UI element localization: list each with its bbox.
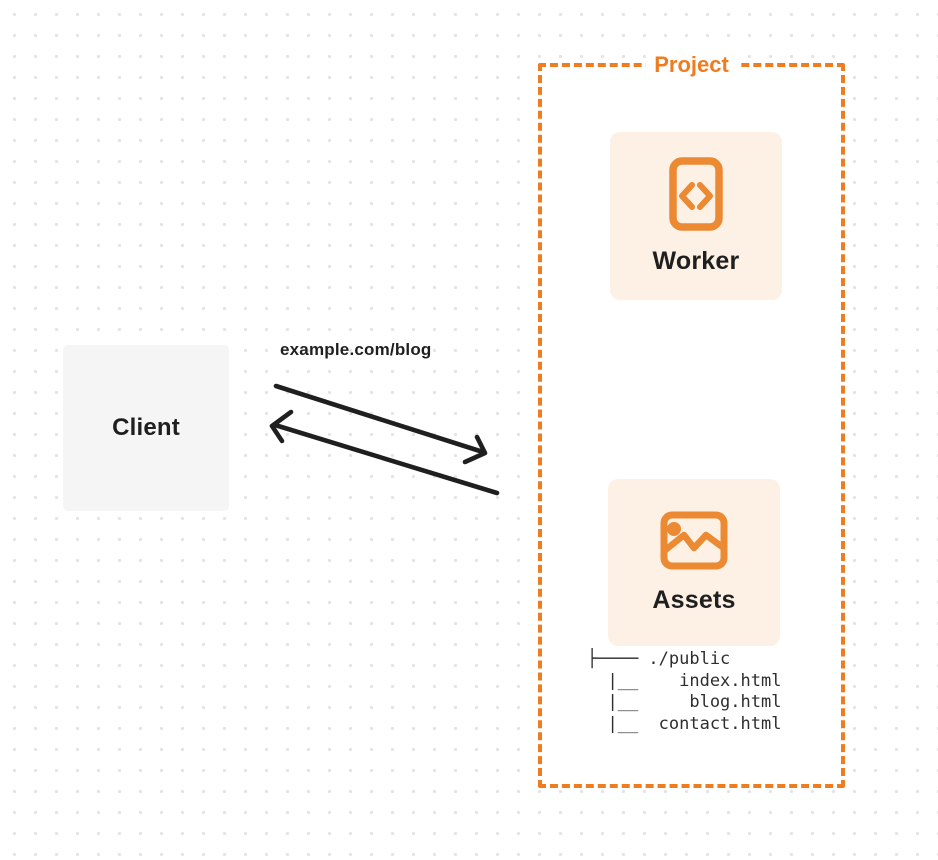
- image-icon: [660, 511, 728, 569]
- tree-line-file: |__ index.html: [587, 670, 782, 691]
- request-arrow: [273, 383, 488, 465]
- tree-line-file: |__ contact.html: [587, 713, 782, 734]
- worker-node: Worker: [610, 132, 782, 300]
- client-node: Client: [63, 345, 229, 511]
- request-url-label: example.com/blog: [280, 340, 432, 359]
- assets-node: Assets: [608, 479, 780, 646]
- tree-line-file: |__ blog.html: [587, 692, 782, 712]
- request-response-arrows: [269, 383, 500, 496]
- code-file-icon: [669, 156, 723, 231]
- worker-label: Worker: [652, 246, 740, 275]
- project-label: Project: [645, 52, 738, 78]
- assets-label: Assets: [652, 585, 736, 614]
- client-label: Client: [112, 414, 180, 441]
- response-arrow: [269, 409, 500, 496]
- assets-file-tree: ├──── ./public |__ index.html |__ blog.h…: [587, 649, 781, 735]
- tree-line-root: ├──── ./public: [587, 649, 731, 669]
